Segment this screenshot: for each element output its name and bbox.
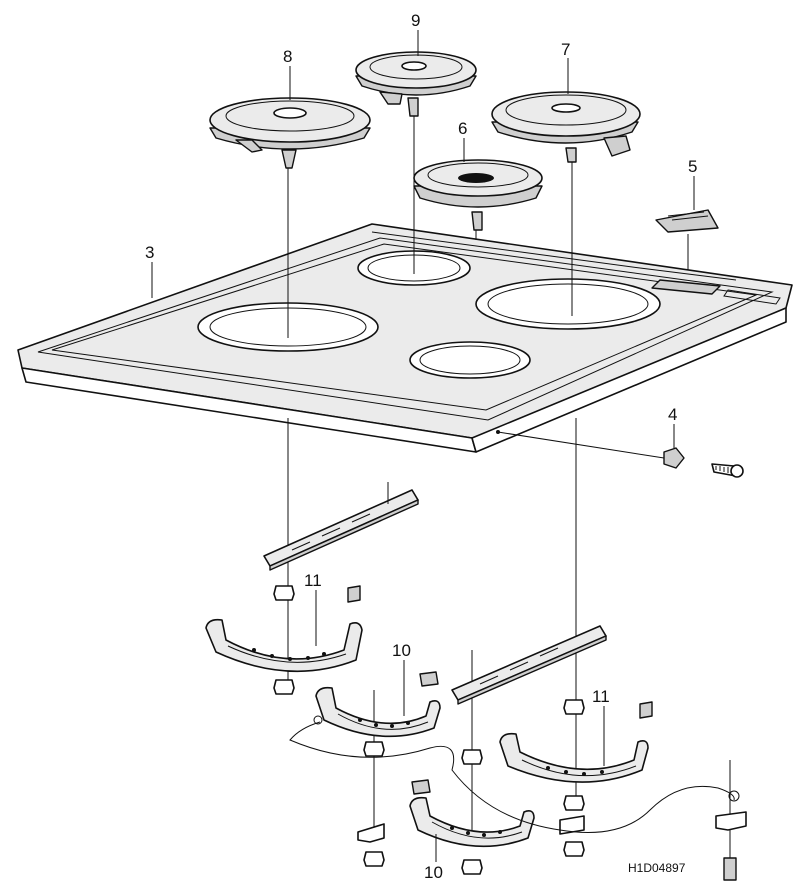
fixing-nuts bbox=[273, 585, 585, 875]
callout-hob-frame: 3 bbox=[145, 243, 154, 262]
callout-hotplate-small-center: 6 bbox=[458, 119, 467, 138]
callout-bracket-lower-front: 10 bbox=[424, 863, 443, 882]
callout-hotplate-small-rear: 9 bbox=[411, 11, 420, 30]
bracket-upper-front bbox=[315, 686, 441, 738]
bracket-right bbox=[499, 732, 649, 783]
callout-indicator-lens: 5 bbox=[688, 157, 697, 176]
callout-hotplate-large-right: 7 bbox=[561, 40, 570, 59]
hotplate-small-center bbox=[413, 159, 543, 231]
callout-bracket-upper-front: 10 bbox=[392, 641, 411, 660]
reference-code: H1D04897 bbox=[628, 861, 686, 875]
support-strip-right bbox=[451, 625, 607, 705]
small-retaining-clips bbox=[347, 585, 747, 881]
bracket-left bbox=[205, 618, 363, 673]
callout-bracket-right: 11 bbox=[592, 687, 610, 706]
screw-fixing bbox=[663, 447, 744, 478]
bracket-lower-front bbox=[409, 796, 535, 848]
indicator-lens bbox=[655, 209, 719, 233]
hotplate-large-right bbox=[491, 91, 641, 163]
hotplate-large-left bbox=[209, 97, 371, 169]
callout-hotplate-large-left: 8 bbox=[283, 47, 292, 66]
hotplate-small-rear bbox=[355, 51, 477, 117]
support-strip-left bbox=[263, 482, 419, 571]
earth-wire bbox=[289, 721, 735, 833]
callout-bracket-left: 11 bbox=[304, 571, 322, 590]
leader-lines bbox=[151, 30, 695, 862]
callout-screw-fixing: 4 bbox=[668, 405, 677, 424]
